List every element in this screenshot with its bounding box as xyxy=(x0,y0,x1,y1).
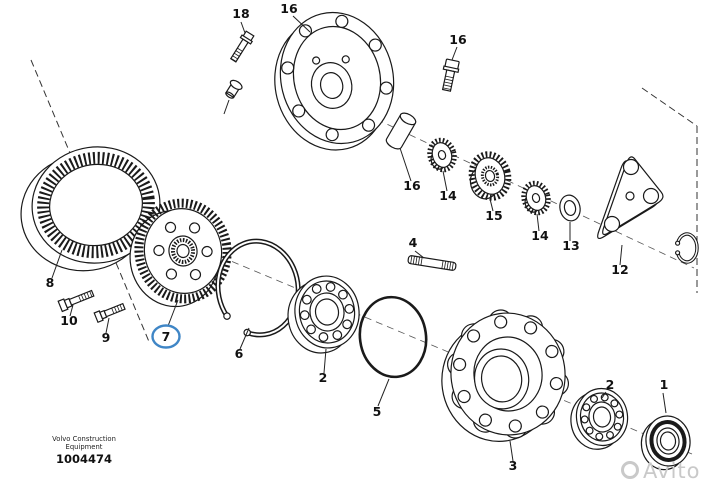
seal xyxy=(640,415,691,471)
bracket-plate xyxy=(597,156,664,240)
brand-line2: Equipment xyxy=(66,443,103,451)
callout-13: 13 xyxy=(562,238,579,253)
cover-flange xyxy=(274,11,395,151)
callout-lines xyxy=(51,15,667,462)
callout-16-pin: 16 xyxy=(403,178,421,193)
callout-7-highlighted: 7 xyxy=(162,329,171,344)
hub xyxy=(441,309,570,442)
callout-6: 6 xyxy=(235,346,244,361)
o-ring xyxy=(358,295,428,379)
callout-labels: 18 16 16 16 14 15 14 13 12 8 10 9 7 6 2 … xyxy=(46,1,669,473)
callout-15: 15 xyxy=(485,208,502,223)
shaft-pin xyxy=(385,112,417,150)
callout-14a: 14 xyxy=(439,188,457,203)
retaining-ring-small xyxy=(674,232,699,264)
footer: Volvo Construction Equipment 1004474 xyxy=(52,435,116,466)
bolt-10 xyxy=(57,289,95,313)
callout-16-cover: 16 xyxy=(280,1,298,16)
washer xyxy=(559,194,581,222)
watermark: Avito xyxy=(621,459,700,483)
callout-2b: 2 xyxy=(606,377,615,392)
callout-10: 10 xyxy=(60,313,78,328)
bolt-18 xyxy=(229,30,255,63)
callout-9: 9 xyxy=(102,330,111,345)
callout-2a: 2 xyxy=(319,370,328,385)
bolt-16 xyxy=(441,58,460,92)
watermark-logo-icon xyxy=(621,461,639,479)
plug xyxy=(225,79,243,99)
bearing-large xyxy=(287,275,360,354)
callout-3: 3 xyxy=(509,458,518,473)
callout-18: 18 xyxy=(232,6,249,21)
figure-number: 1004474 xyxy=(56,452,112,466)
callout-12: 12 xyxy=(611,262,628,277)
highlight-circle xyxy=(151,324,181,349)
callout-8: 8 xyxy=(46,275,55,290)
callout-5: 5 xyxy=(373,404,382,419)
callout-1: 1 xyxy=(660,377,669,392)
bolt-9 xyxy=(93,302,126,324)
plug-line xyxy=(223,99,230,115)
pinion-gear-b xyxy=(521,180,551,216)
watermark-text: Avito xyxy=(643,459,700,483)
brand-line1: Volvo Construction xyxy=(52,435,116,443)
ring-gear xyxy=(20,146,161,272)
sun-gear xyxy=(468,151,512,201)
callout-4: 4 xyxy=(409,235,418,250)
planet-carrier-gear xyxy=(129,198,232,308)
stud xyxy=(407,255,457,271)
bearing-small xyxy=(570,387,629,450)
callout-14b: 14 xyxy=(531,228,549,243)
callout-16-bolt: 16 xyxy=(449,32,467,47)
